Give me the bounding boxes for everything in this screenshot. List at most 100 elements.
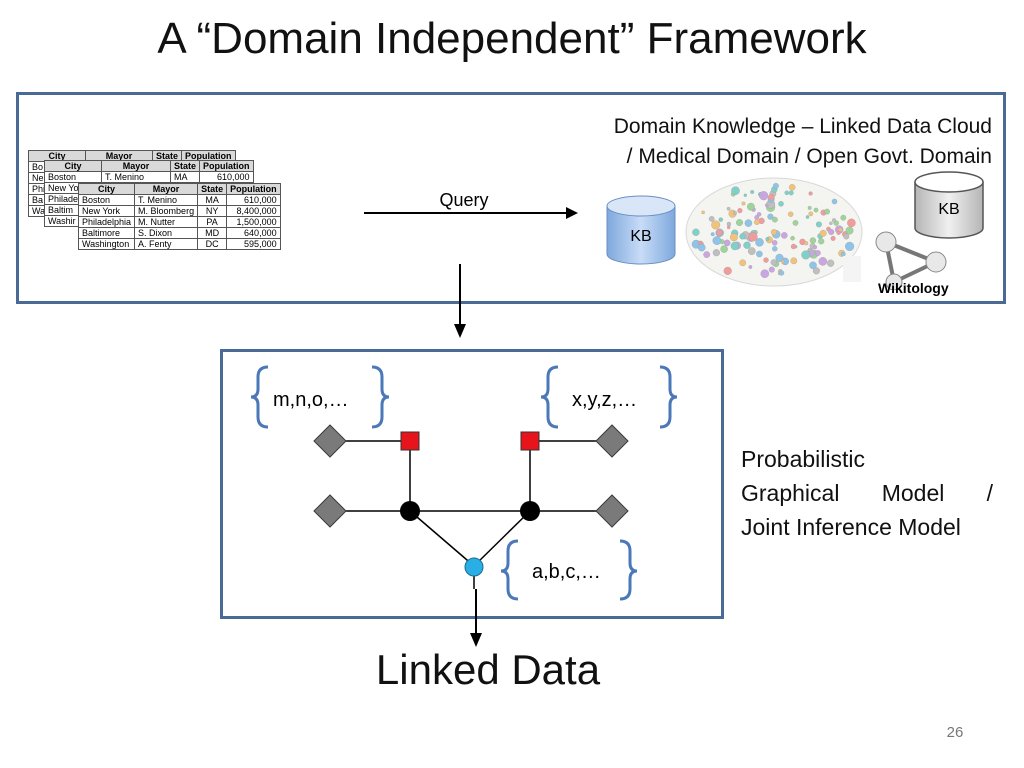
cloud-node <box>731 186 740 195</box>
cloud-node <box>747 247 756 255</box>
table-cell: NY <box>197 205 228 217</box>
edge <box>473 510 531 567</box>
middle-cell: 610,000 <box>199 171 254 183</box>
kb-label: KB <box>938 201 960 218</box>
cloud-node <box>726 206 731 211</box>
cloud-node <box>805 215 810 219</box>
down-arrow <box>454 264 466 338</box>
cloud-node <box>818 257 828 266</box>
cloud-node <box>780 259 785 264</box>
down-arrow <box>470 589 482 647</box>
front-header-mayor: Mayor <box>134 183 199 195</box>
cloud-node <box>743 193 747 197</box>
cloud-node <box>790 235 795 241</box>
table-cell: T. Menino <box>134 194 199 206</box>
cloud-node <box>790 257 798 265</box>
model-box <box>220 349 724 619</box>
query-label: Query <box>439 190 489 210</box>
right-brace <box>371 365 390 429</box>
middle-cell: Boston <box>44 171 102 183</box>
cloud-node <box>788 190 794 196</box>
table-cell: PA <box>197 216 228 228</box>
cloud-node <box>792 220 799 226</box>
slide-title: A “Domain Independent” Framework <box>157 14 867 63</box>
observed-node <box>313 494 347 528</box>
table-cell: M. Nutter <box>134 216 199 228</box>
cloud-node <box>763 257 769 263</box>
cloud-node <box>743 241 751 249</box>
latent-node <box>520 501 540 521</box>
cloud-node <box>831 198 838 205</box>
middle-header-population: Population <box>199 160 254 172</box>
cloud-node <box>775 253 784 262</box>
table-cell: M. Bloomberg <box>134 205 199 217</box>
edge <box>409 510 475 567</box>
kb-label: KB <box>630 228 652 245</box>
table-cell: 595,000 <box>226 238 281 250</box>
cloud-node <box>778 201 784 207</box>
cloud-node <box>765 237 770 241</box>
cloud-node <box>840 214 847 221</box>
cloud-node <box>784 190 790 196</box>
cloud-node <box>739 259 747 267</box>
cloud-node <box>747 202 755 211</box>
cloud-node <box>809 237 817 244</box>
cloud-node <box>723 266 732 275</box>
cloud-node <box>812 267 820 275</box>
right-brace <box>659 365 678 429</box>
cloud-node <box>712 236 722 245</box>
wikitology-logo <box>875 231 947 290</box>
variable-set-label: x,y,z,… <box>572 389 638 411</box>
cloud-node <box>772 182 779 189</box>
cloud-node <box>804 241 809 246</box>
model-description-line: Probabilistic <box>741 446 865 472</box>
cloud-node <box>764 203 769 207</box>
cloud-node <box>790 243 797 250</box>
cloud-node <box>807 247 812 252</box>
kb-database-icon <box>606 195 676 265</box>
table-cell: Philadelphia <box>77 216 136 228</box>
table-cell: 1,500,000 <box>226 216 281 228</box>
cloud-node <box>716 229 723 236</box>
middle-cell: MA <box>169 171 201 183</box>
cloud-node <box>770 259 777 266</box>
table-cell: DC <box>197 238 228 250</box>
cloud-node <box>818 238 825 245</box>
observed-node <box>313 424 347 458</box>
cloud-node <box>712 249 720 257</box>
cloud-node <box>847 218 856 228</box>
table-cell: 8,400,000 <box>226 205 281 217</box>
right-brace <box>619 539 638 601</box>
model-description-line: Graphical Model / <box>741 480 993 506</box>
variable-set-label: a,b,c,… <box>532 561 601 583</box>
table-cell: S. Dixon <box>134 227 199 239</box>
cloud-node <box>755 238 764 247</box>
cloud-node <box>831 218 837 223</box>
factor-node <box>400 431 420 451</box>
cloud-node <box>845 226 854 235</box>
page-number: 26 <box>946 724 964 741</box>
cloud-node <box>768 193 775 201</box>
query-arrow <box>364 207 578 219</box>
cloud-node <box>692 228 700 236</box>
cloud-node <box>813 245 818 250</box>
cloud-node <box>843 233 850 240</box>
output-node <box>464 557 484 577</box>
cloud-node <box>718 217 723 222</box>
table-cell: 640,000 <box>226 227 281 239</box>
cloud-node <box>824 208 830 215</box>
factor-node <box>520 431 540 451</box>
variable-set-label: m,n,o,… <box>273 389 349 411</box>
cloud-node <box>726 225 731 230</box>
cloud-node <box>779 270 785 276</box>
table-cell: 610,000 <box>226 194 281 206</box>
cloud-node <box>788 211 794 217</box>
cloud-node <box>708 216 715 222</box>
cloud-node <box>815 250 821 256</box>
cloud-node <box>772 216 778 223</box>
cloud-node <box>840 251 846 257</box>
cloud-node <box>830 235 836 241</box>
model-description-line: Joint Inference Model <box>741 514 961 540</box>
cloud-node <box>801 250 811 260</box>
cloud-node <box>826 259 835 267</box>
